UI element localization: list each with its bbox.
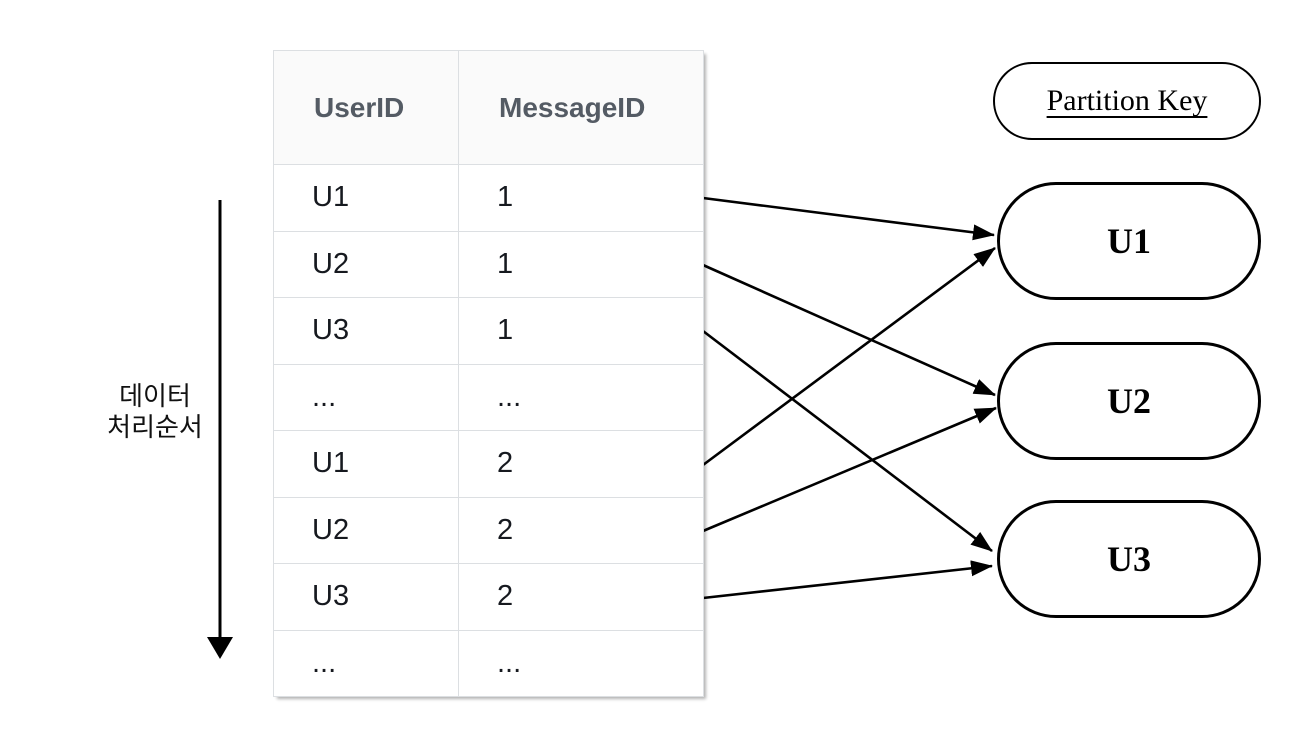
data-table: UserID MessageID U1 1 U2 1 U3 1 ... ... xyxy=(273,50,704,697)
table-row: U3 1 xyxy=(273,297,704,365)
arrow-row-u2-1-to-u2 xyxy=(702,263,996,397)
table-row: U1 2 xyxy=(273,430,704,498)
arrow-row-u1-2-to-u1 xyxy=(702,246,996,467)
cell-messageid: 1 xyxy=(458,230,704,298)
cell-messageid: ... xyxy=(458,363,704,431)
table-header-row: UserID MessageID xyxy=(273,50,704,165)
partition-key-title: Partition Key xyxy=(1046,84,1208,117)
cell-userid: ... xyxy=(273,629,459,697)
cell-messageid: 2 xyxy=(458,496,704,564)
processing-order-label: 데이터 처리순서 xyxy=(70,381,240,443)
processing-order-label-line1: 데이터 xyxy=(119,382,191,411)
cell-messageid: 1 xyxy=(458,297,704,365)
table-row: ... ... xyxy=(273,629,704,697)
cell-messageid: 2 xyxy=(458,563,704,631)
cell-userid: U2 xyxy=(273,496,459,564)
arrow-row-u3-2-to-u3 xyxy=(702,560,993,600)
partition-node-u2: U2 xyxy=(997,342,1261,460)
partition-node-u3-label: U3 xyxy=(1107,539,1151,579)
processing-order-label-line2: 처리순서 xyxy=(107,413,203,442)
cell-messageid: 1 xyxy=(458,164,704,232)
partition-node-u1: U1 xyxy=(997,182,1261,300)
column-header-messageid: MessageID xyxy=(458,50,704,165)
column-header-userid: UserID xyxy=(273,50,459,165)
partition-node-u2-label: U2 xyxy=(1107,381,1151,421)
cell-userid: U3 xyxy=(273,563,459,631)
arrow-row-u1-1-to-u1 xyxy=(702,196,995,241)
cell-messageid: 2 xyxy=(458,430,704,498)
cell-userid: U1 xyxy=(273,164,459,232)
table-row: U1 1 xyxy=(273,164,704,232)
table-row: U3 2 xyxy=(273,563,704,631)
cell-messageid: ... xyxy=(458,629,704,697)
table-row: U2 1 xyxy=(273,230,704,298)
cell-userid: U1 xyxy=(273,430,459,498)
arrow-row-u2-2-to-u2 xyxy=(702,406,997,533)
partition-node-u3: U3 xyxy=(997,500,1261,618)
table-row: U2 2 xyxy=(273,496,704,564)
partition-key-title-pill: Partition Key xyxy=(993,62,1261,140)
cell-userid: U3 xyxy=(273,297,459,365)
table-row: ... ... xyxy=(273,363,704,431)
cell-userid: ... xyxy=(273,363,459,431)
arrow-row-u3-1-to-u3 xyxy=(702,329,993,553)
partition-node-u1-label: U1 xyxy=(1107,221,1151,261)
cell-userid: U2 xyxy=(273,230,459,298)
